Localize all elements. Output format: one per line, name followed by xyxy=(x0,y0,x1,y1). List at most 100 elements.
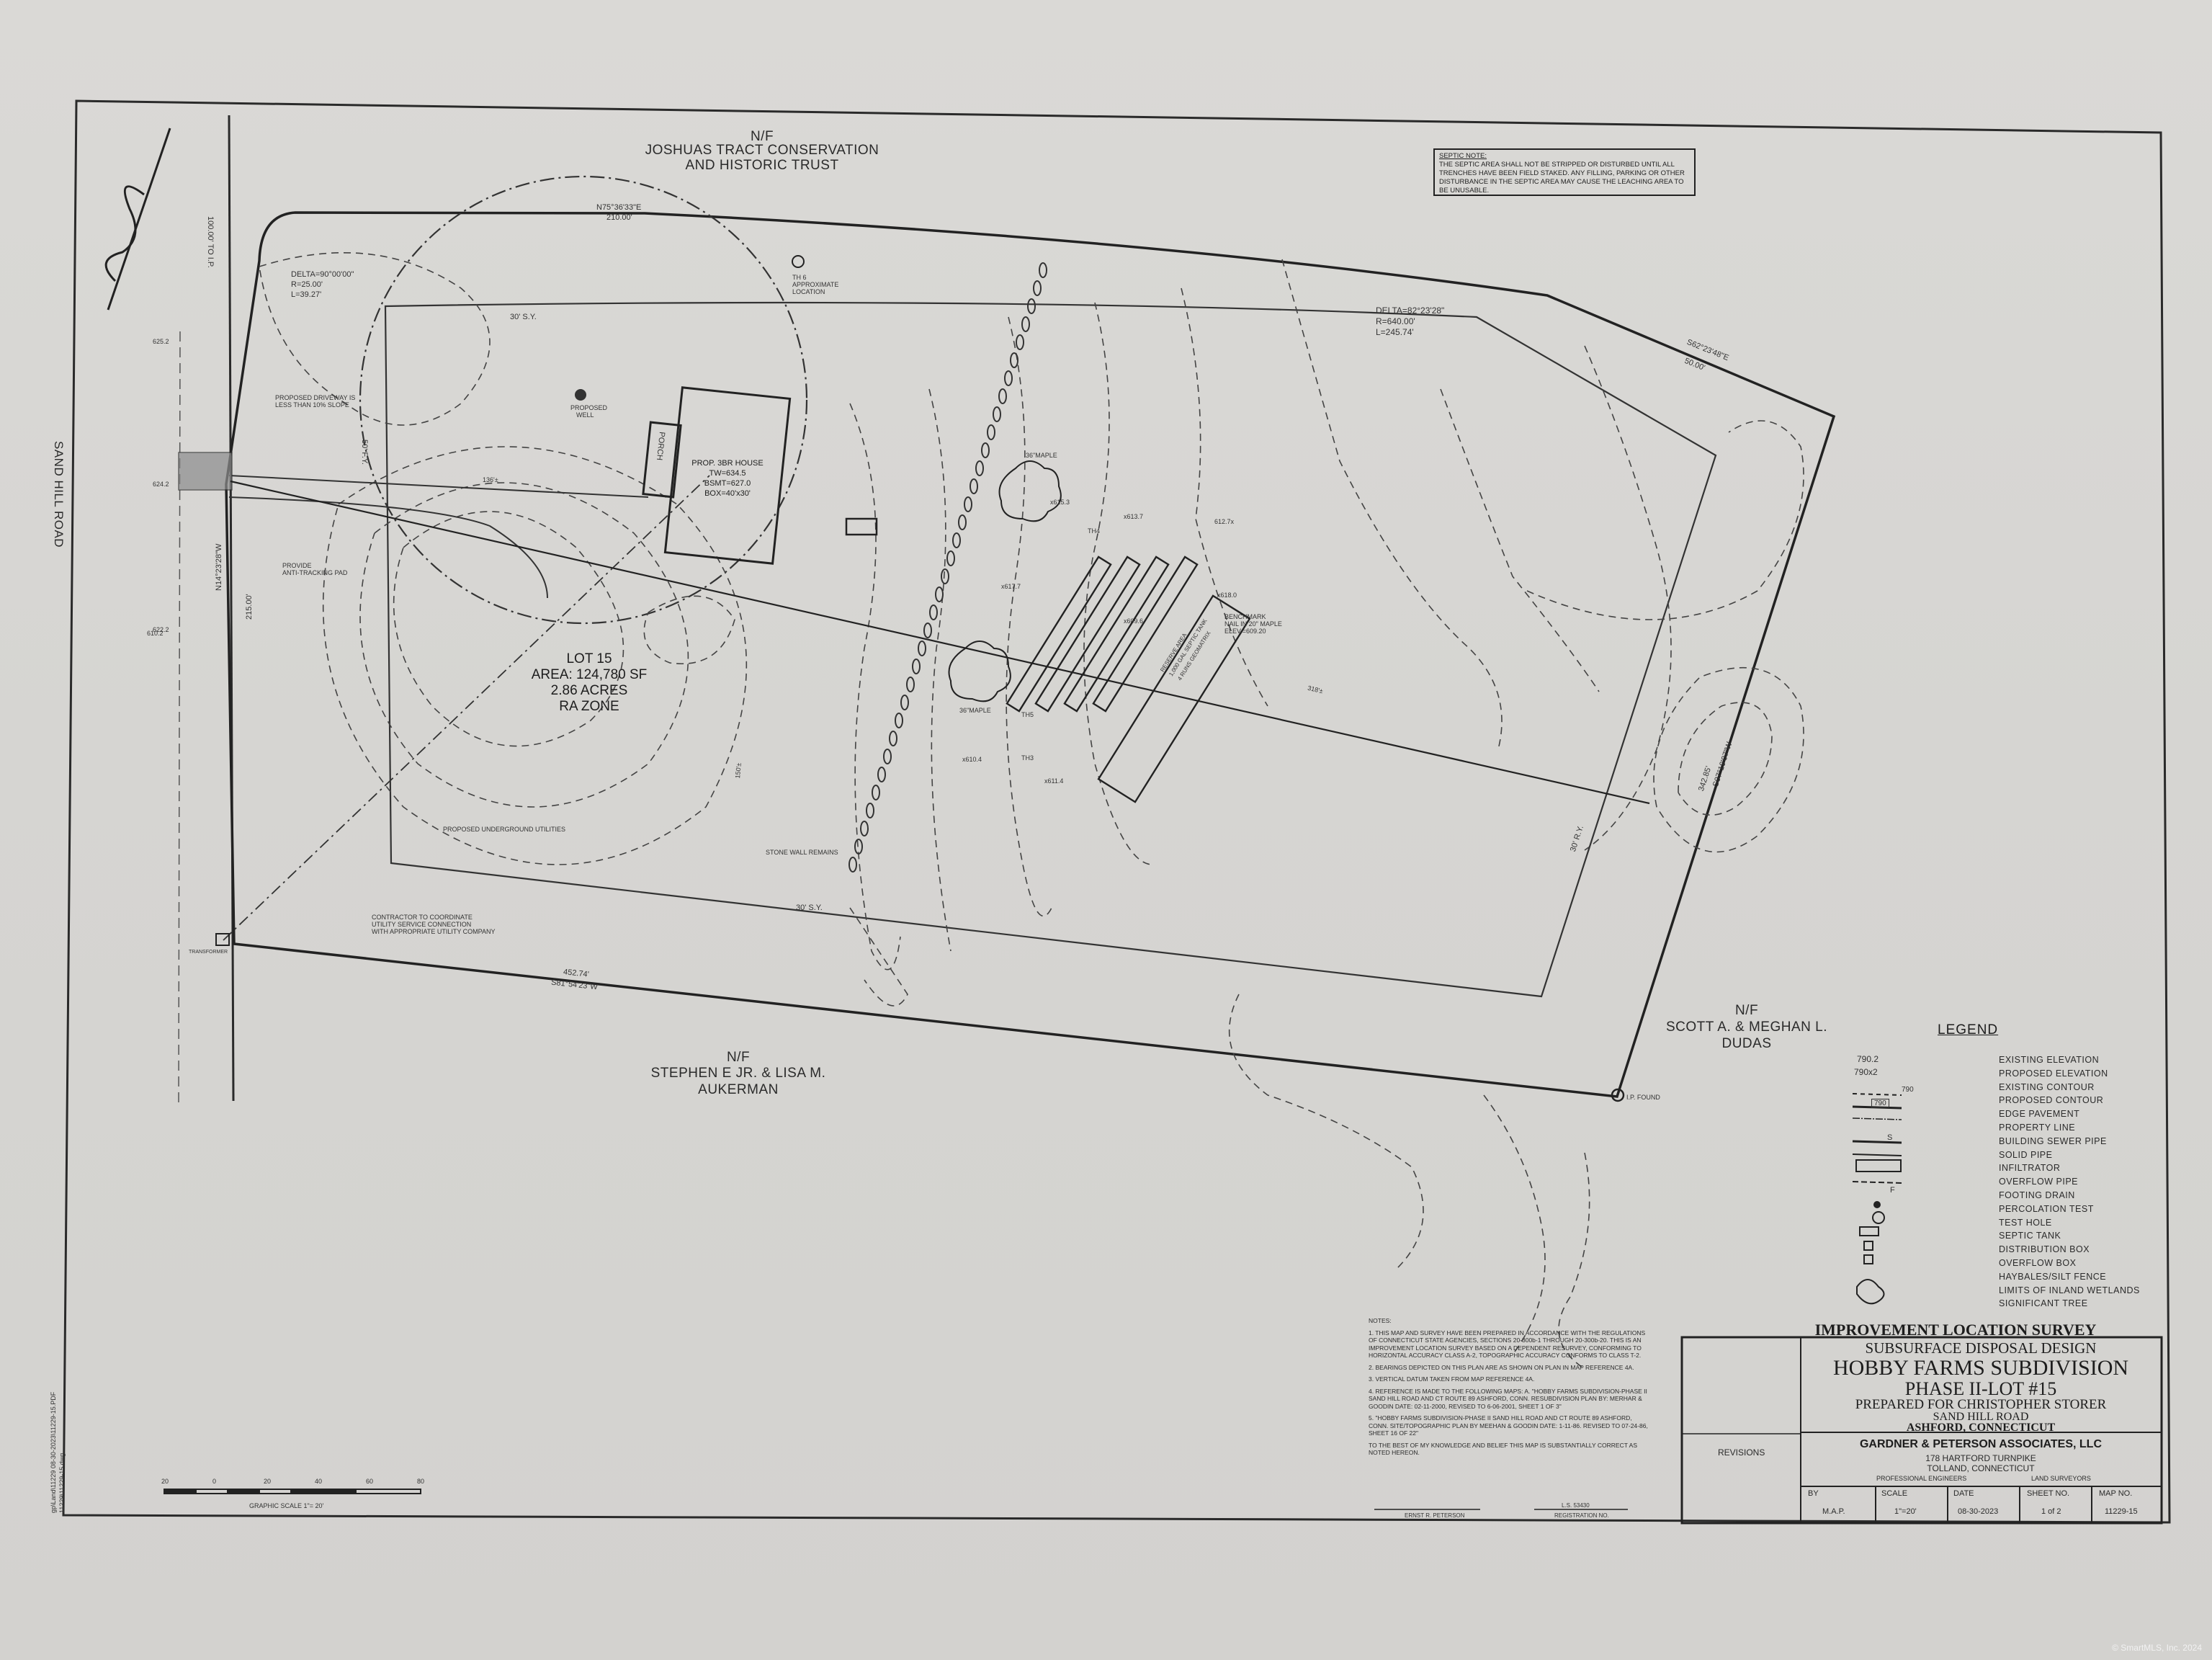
file-path: gp\Land\11229 08-30-2023\11229-15.PDF 11… xyxy=(50,1391,66,1513)
elev-622: 622.2 xyxy=(153,626,169,633)
note-4: 4. REFERENCE IS MADE TO THE FOLLOWING MA… xyxy=(1369,1387,1647,1410)
septic-note: SEPTIC NOTE: THE SEPTIC AREA SHALL NOT B… xyxy=(1433,148,1696,196)
lot-acres: 2.86 ACRES xyxy=(550,683,628,698)
note-2: 2. BEARINGS DEPICTED ON THIS PLAN ARE AS… xyxy=(1369,1363,1634,1371)
legend-item: OVERFLOW BOX xyxy=(1999,1258,2077,1268)
curve2-length: L=245.74' xyxy=(1376,327,1414,337)
scale-tick-label: 20 xyxy=(264,1478,272,1485)
th-approx: APPROXIMATE xyxy=(792,281,839,288)
note-5: 5. "HOBBY FARMS SUBDIVISION-PHASE II SAN… xyxy=(1369,1414,1648,1437)
elev-609: x609.6 xyxy=(1124,617,1144,625)
bearing-top-left: 100.00' TO I.P. xyxy=(206,216,215,268)
legend-item: SEPTIC TANK xyxy=(1999,1231,2061,1241)
owner-north-nf: N/F xyxy=(750,129,774,144)
contractor-note-2: UTILITY SERVICE CONNECTION xyxy=(372,921,472,928)
transformer-marker xyxy=(215,933,230,946)
proposed-well-marker xyxy=(575,389,586,401)
map-value: 11229-15 xyxy=(2105,1507,2138,1516)
title-line-7: ASHFORD, CONNECTICUT xyxy=(1906,1422,2056,1434)
date-value: 08-30-2023 xyxy=(1958,1507,1999,1516)
scale-value: 1"=20' xyxy=(1894,1507,1917,1516)
road-edge-line xyxy=(228,115,235,1102)
elev-618: x618.0 xyxy=(1217,592,1237,599)
firm-prof-1: PROFESSIONAL ENGINEERS xyxy=(1876,1475,1967,1482)
septic-note-title: SEPTIC NOTE: xyxy=(1439,152,1487,160)
transformer-label: TRANSFORMER xyxy=(189,950,228,955)
contractor-note-3: WITH APPROPRIATE UTILITY COMPANY xyxy=(372,928,496,935)
bearing-west-dist: 215.00' xyxy=(245,594,254,620)
title-line-4: PHASE II-LOT #15 xyxy=(1904,1378,2057,1399)
note-3: 3. VERTICAL DATUM TAKEN FROM MAP REFEREN… xyxy=(1369,1375,1535,1383)
benchmark-label: BENCHMARK xyxy=(1224,613,1266,620)
driveway-note-2: LESS THAN 10% SLOPE xyxy=(275,401,349,409)
signer-name: ERNST R. PETERSON xyxy=(1405,1512,1465,1519)
curve1-delta: DELTA=90°00'00" xyxy=(291,270,354,279)
scale-tick-label: 0 xyxy=(212,1478,217,1485)
note-1: 1. THIS MAP AND SURVEY HAVE BEEN PREPARE… xyxy=(1369,1329,1646,1360)
well-label: PROPOSED xyxy=(570,404,608,411)
contractor-note: CONTRACTOR TO COORDINATE xyxy=(372,914,473,921)
bearing-north-dist: 210.00' xyxy=(606,213,632,222)
notes-title: NOTES: xyxy=(1369,1317,1392,1324)
sheet-label: SHEET NO. xyxy=(2027,1489,2070,1498)
th3-label: TH3 xyxy=(1021,754,1034,762)
septic-note-body: THE SEPTIC AREA SHALL NOT BE STRIPPED OR… xyxy=(1439,161,1685,195)
house-bsmt: BSMT=627.0 xyxy=(704,479,751,488)
legend-item: LIMITS OF INLAND WETLANDS xyxy=(1999,1285,2140,1295)
copyright-footer: © SmartMLS, Inc. 2024 xyxy=(2112,1643,2202,1653)
legend-sample-prop-contour: 790 xyxy=(1871,1099,1889,1108)
well-label-2: WELL xyxy=(576,411,594,419)
antitrack-note-2: ANTI-TRACKING PAD xyxy=(282,569,348,576)
setback-north: 30' S.Y. xyxy=(510,313,537,321)
owner-south-nf: N/F xyxy=(726,1050,751,1065)
setback-west: 50' F.Y. xyxy=(360,439,369,465)
scale-tick-label: 80 xyxy=(417,1478,425,1485)
scale-label: SCALE xyxy=(1881,1489,1908,1498)
elev-611: x611.4 xyxy=(1044,777,1064,785)
house-tw: TW=634.5 xyxy=(709,469,746,478)
owner-east-nf: N/F xyxy=(1734,1003,1759,1018)
registration-label: REGISTRATION NO. xyxy=(1554,1512,1609,1519)
title-line-3: HOBBY FARMS SUBDIVISION xyxy=(1832,1356,2129,1380)
lot-area: AREA: 124,780 SF xyxy=(531,667,648,682)
curve1-radius: R=25.00' xyxy=(291,280,323,289)
legend-item: TEST HOLE xyxy=(1999,1217,2052,1228)
by-label: BY xyxy=(1808,1489,1819,1498)
lot-zone: RA ZONE xyxy=(559,699,619,714)
owner-south-name-2: AUKERMAN xyxy=(698,1082,779,1097)
legend-item: EDGE PAVEMENT xyxy=(1999,1109,2080,1120)
scale-tick-label: 40 xyxy=(315,1478,323,1485)
date-label: DATE xyxy=(1953,1489,1974,1498)
utilities-note: PROPOSED UNDERGROUND UTILITIES xyxy=(443,826,566,833)
anti-tracking-pad xyxy=(178,452,233,491)
legend-sample-contour: 790 xyxy=(1902,1086,1914,1094)
legend-item: FOOTING DRAIN xyxy=(1999,1190,2075,1200)
scale-tick-label: 60 xyxy=(366,1478,374,1485)
legend-item: EXISTING ELEVATION xyxy=(1999,1055,2100,1065)
test-hole-marker xyxy=(792,255,805,268)
by-value: M.A.P. xyxy=(1822,1507,1845,1516)
road-name: SAND HILL ROAD xyxy=(52,441,66,548)
house-box: BOX=40'x30' xyxy=(704,489,751,498)
legend-item: PERCOLATION TEST xyxy=(1999,1203,2094,1214)
curve1-length: L=39.27' xyxy=(291,290,322,299)
benchmark-nail: NAIL IN 20" MAPLE xyxy=(1224,620,1282,628)
property-line xyxy=(225,211,1836,1098)
legend-item: SOLID PIPE xyxy=(1999,1149,2053,1160)
sheet-value: 1 of 2 xyxy=(2041,1507,2061,1516)
maple-label-b: 36"MAPLE xyxy=(959,707,991,714)
legend-item: PROPOSED CONTOUR xyxy=(1999,1095,2104,1106)
th5-label: TH5 xyxy=(1021,711,1034,718)
owner-north-name: JOSHUAS TRACT CONSERVATION xyxy=(645,143,879,158)
driveway xyxy=(228,475,649,599)
elev-624: 624.2 xyxy=(153,481,169,488)
legend-item: EXISTING CONTOUR xyxy=(1999,1081,2095,1092)
driveway-note: PROPOSED DRIVEWAY IS xyxy=(275,394,356,401)
owner-south-name: STEPHEN E JR. & LISA M. xyxy=(650,1066,826,1081)
distance-136: 136'± xyxy=(483,476,498,483)
benchmark-elev: ELEV.=609.20 xyxy=(1224,628,1266,635)
certification: TO THE BEST OF MY KNOWLEDGE AND BELIEF T… xyxy=(1369,1441,1637,1457)
graphic-scale-label: GRAPHIC SCALE 1"= 20' xyxy=(249,1502,324,1509)
